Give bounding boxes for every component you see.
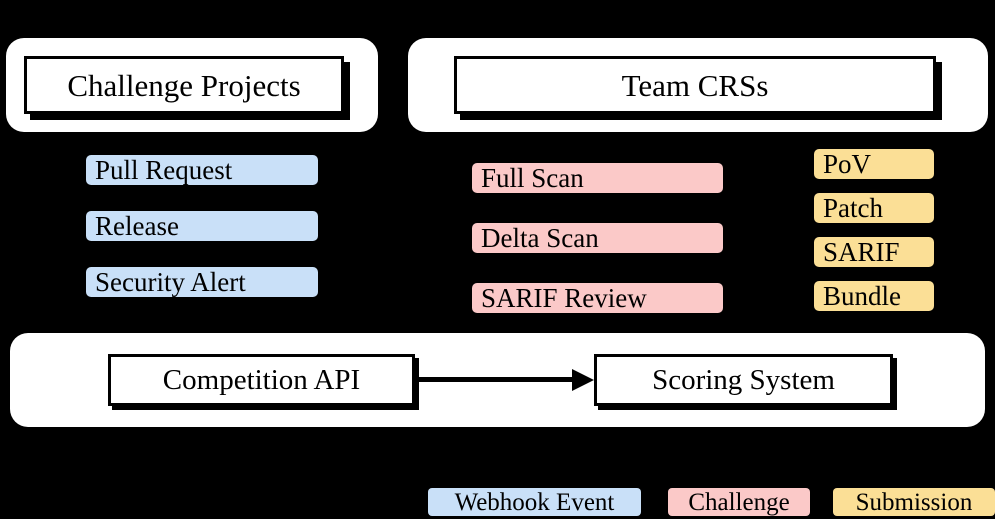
tag-pov[interactable]: PoV	[814, 149, 934, 179]
legend-item-submission: Submission	[833, 488, 995, 516]
tag-bundle[interactable]: Bundle	[814, 281, 934, 311]
tag-full-scan[interactable]: Full Scan	[472, 163, 723, 193]
legend-item-webhook-event: Webhook Event	[428, 488, 641, 516]
box-challenge-projects[interactable]: Challenge Projects	[24, 56, 344, 114]
box-competition-api[interactable]: Competition API	[108, 354, 415, 406]
box-team-crss[interactable]: Team CRSs	[454, 56, 936, 114]
tag-pull-request[interactable]: Pull Request	[86, 155, 318, 185]
box-scoring-system[interactable]: Scoring System	[594, 354, 893, 406]
connector-arrowhead-icon	[572, 369, 594, 391]
tag-security-alert[interactable]: Security Alert	[86, 267, 318, 297]
tag-sarif[interactable]: SARIF	[814, 237, 934, 267]
tag-delta-scan[interactable]: Delta Scan	[472, 223, 723, 253]
tag-patch[interactable]: Patch	[814, 193, 934, 223]
tag-sarif-review[interactable]: SARIF Review	[472, 283, 723, 313]
tag-release[interactable]: Release	[86, 211, 318, 241]
legend-item-challenge: Challenge	[668, 488, 810, 516]
connector-line	[415, 377, 575, 382]
